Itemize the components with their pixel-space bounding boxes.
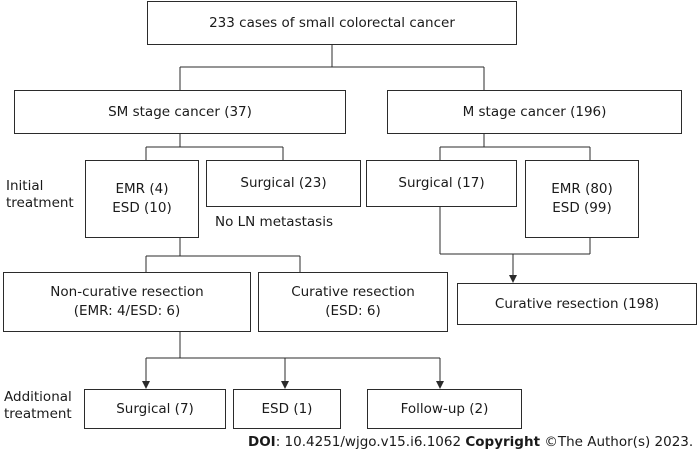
sm-emr-count: EMR (4) xyxy=(115,181,169,197)
doi-label: DOI xyxy=(248,434,276,450)
m-stage-label: M stage cancer (196) xyxy=(462,103,607,120)
m-stage-node: M stage cancer (196) xyxy=(387,90,682,134)
root-label: 233 cases of small colorectal cancer xyxy=(209,14,455,31)
additional-surgical-label: Surgical (7) xyxy=(116,400,194,417)
curative-resection-sm-node: Curative resection (ESD: 6) xyxy=(258,272,448,332)
non-curative-detail: (EMR: 4/ESD: 6) xyxy=(73,303,181,319)
root-node: 233 cases of small colorectal cancer xyxy=(147,1,517,45)
sm-surgical-node: Surgical (23) xyxy=(206,160,361,207)
non-curative-resection-node: Non-curative resection (EMR: 4/ESD: 6) xyxy=(3,272,251,332)
additional-esd-label: ESD (1) xyxy=(261,400,313,417)
sm-esd-count: ESD (10) xyxy=(112,200,172,216)
m-surgical-label: Surgical (17) xyxy=(398,175,485,191)
additional-treatment-label: Additional treatment xyxy=(4,389,72,422)
curative-resection-m-node: Curative resection (198) xyxy=(457,283,697,325)
initial-treatment-label: Initial treatment xyxy=(6,178,74,211)
sm-stage-node: SM stage cancer (37) xyxy=(14,90,346,134)
sm-endoscopic-node: EMR (4) ESD (10) xyxy=(85,160,199,238)
additional-follow-up-label: Follow-up (2) xyxy=(400,400,489,417)
doi-text: : 10.4251/wjgo.v15.i6.1062 xyxy=(275,434,466,450)
additional-surgical-node: Surgical (7) xyxy=(84,389,226,429)
m-surgical-node: Surgical (17) xyxy=(366,160,517,207)
sm-surgical-label: Surgical (23) xyxy=(240,175,327,191)
m-esd-count: ESD (99) xyxy=(552,200,612,216)
copyright-label: Copyright xyxy=(465,434,541,450)
doi-copyright-footer: DOI: 10.4251/wjgo.v15.i6.1062 Copyright … xyxy=(248,434,693,450)
curative-sm-label: Curative resection xyxy=(291,284,415,300)
curative-sm-detail: (ESD: 6) xyxy=(325,303,381,319)
no-ln-metastasis-label: No LN metastasis xyxy=(215,214,333,230)
additional-esd-node: ESD (1) xyxy=(233,389,341,429)
sm-stage-label: SM stage cancer (37) xyxy=(108,103,252,120)
m-emr-count: EMR (80) xyxy=(551,181,613,197)
additional-follow-up-node: Follow-up (2) xyxy=(367,389,522,429)
copyright-text: ©The Author(s) 2023. xyxy=(540,434,694,450)
m-endoscopic-node: EMR (80) ESD (99) xyxy=(525,160,639,238)
non-curative-label: Non-curative resection xyxy=(50,284,204,300)
curative-m-label: Curative resection (198) xyxy=(494,295,660,312)
